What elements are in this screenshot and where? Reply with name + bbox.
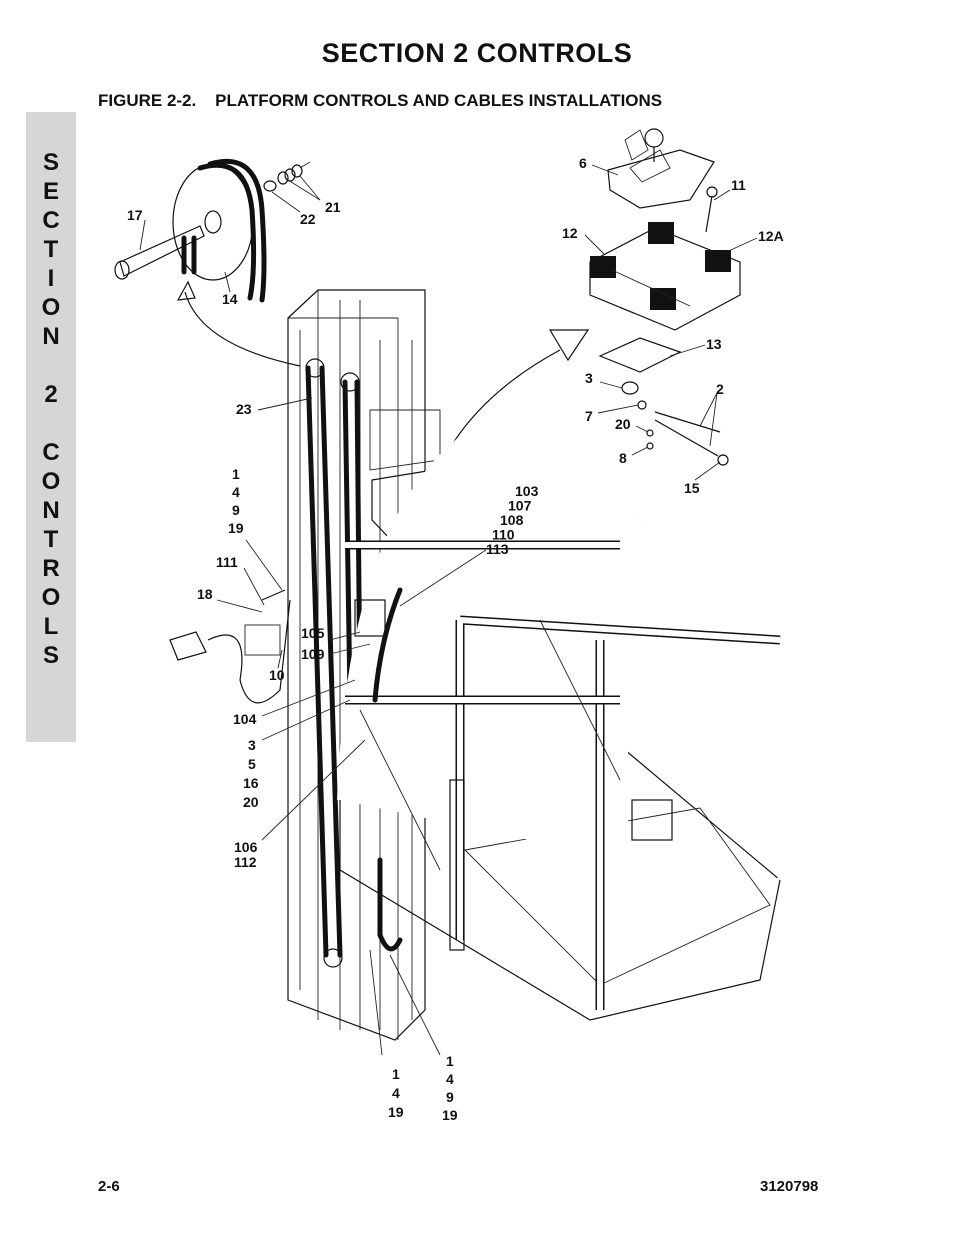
section-title: SECTION 2 CONTROLS xyxy=(321,38,633,68)
callout-group-103-113: 103 107 108 110 113 xyxy=(486,483,542,557)
leader-lines xyxy=(139,164,758,1056)
callout-group-1-4-9-19: 1 4 9 19 xyxy=(228,466,244,536)
callout-14: 14 xyxy=(222,291,238,307)
mounting-bracket xyxy=(589,222,741,331)
callout-22: 22 xyxy=(300,211,316,227)
figure-title: FIGURE 2-2. PLATFORM CONTROLS AND CABLES… xyxy=(98,91,663,110)
callout-group-3-5-16-20: 3 5 16 20 xyxy=(243,737,262,810)
callout-group-1-4-19: 1 4 19 xyxy=(388,1066,404,1120)
callout-17: 17 xyxy=(127,207,143,223)
callout-7: 7 xyxy=(585,408,593,424)
callout-11: 11 xyxy=(731,177,746,193)
callout-20: 20 xyxy=(615,416,631,432)
document-number: 3120798 xyxy=(760,1178,819,1195)
side-tab-label: S E C T I O N 2 C O N T R O L S xyxy=(41,149,61,669)
callout-group-106-112: 106 112 xyxy=(234,839,261,870)
callout-8: 8 xyxy=(619,450,627,466)
section-side-tab: S E C T I O N 2 C O N T R O L S xyxy=(26,112,76,742)
pendant-cable xyxy=(169,589,291,704)
callout-10: 10 xyxy=(269,667,285,683)
callout-2: 2 xyxy=(716,381,724,397)
callouts: 6 11 17 21 22 14 12 12A 13 3 2 7 20 8 15… xyxy=(127,155,784,1123)
pulley-assembly xyxy=(114,158,311,303)
callout-111: 111 xyxy=(216,554,238,570)
callout-13: 13 xyxy=(706,336,722,352)
callout-12a: 12A xyxy=(758,228,784,244)
page-number: 2-6 xyxy=(98,1178,120,1195)
callout-12: 12 xyxy=(562,225,578,241)
callout-104: 104 xyxy=(233,711,257,727)
platform-basket xyxy=(337,426,809,1021)
callout-18: 18 xyxy=(197,586,213,602)
callout-15: 15 xyxy=(684,480,700,496)
callout-6: 6 xyxy=(579,155,587,171)
callout-105: 105 xyxy=(301,625,325,641)
callout-3: 3 xyxy=(585,370,593,386)
callout-109: 109 xyxy=(301,646,325,662)
callout-group-1-4-9-19-lower: 1 4 9 19 xyxy=(442,1053,458,1123)
callout-23: 23 xyxy=(236,401,252,417)
mast xyxy=(287,289,471,1041)
callout-21: 21 xyxy=(325,199,341,215)
control-box xyxy=(607,128,715,209)
